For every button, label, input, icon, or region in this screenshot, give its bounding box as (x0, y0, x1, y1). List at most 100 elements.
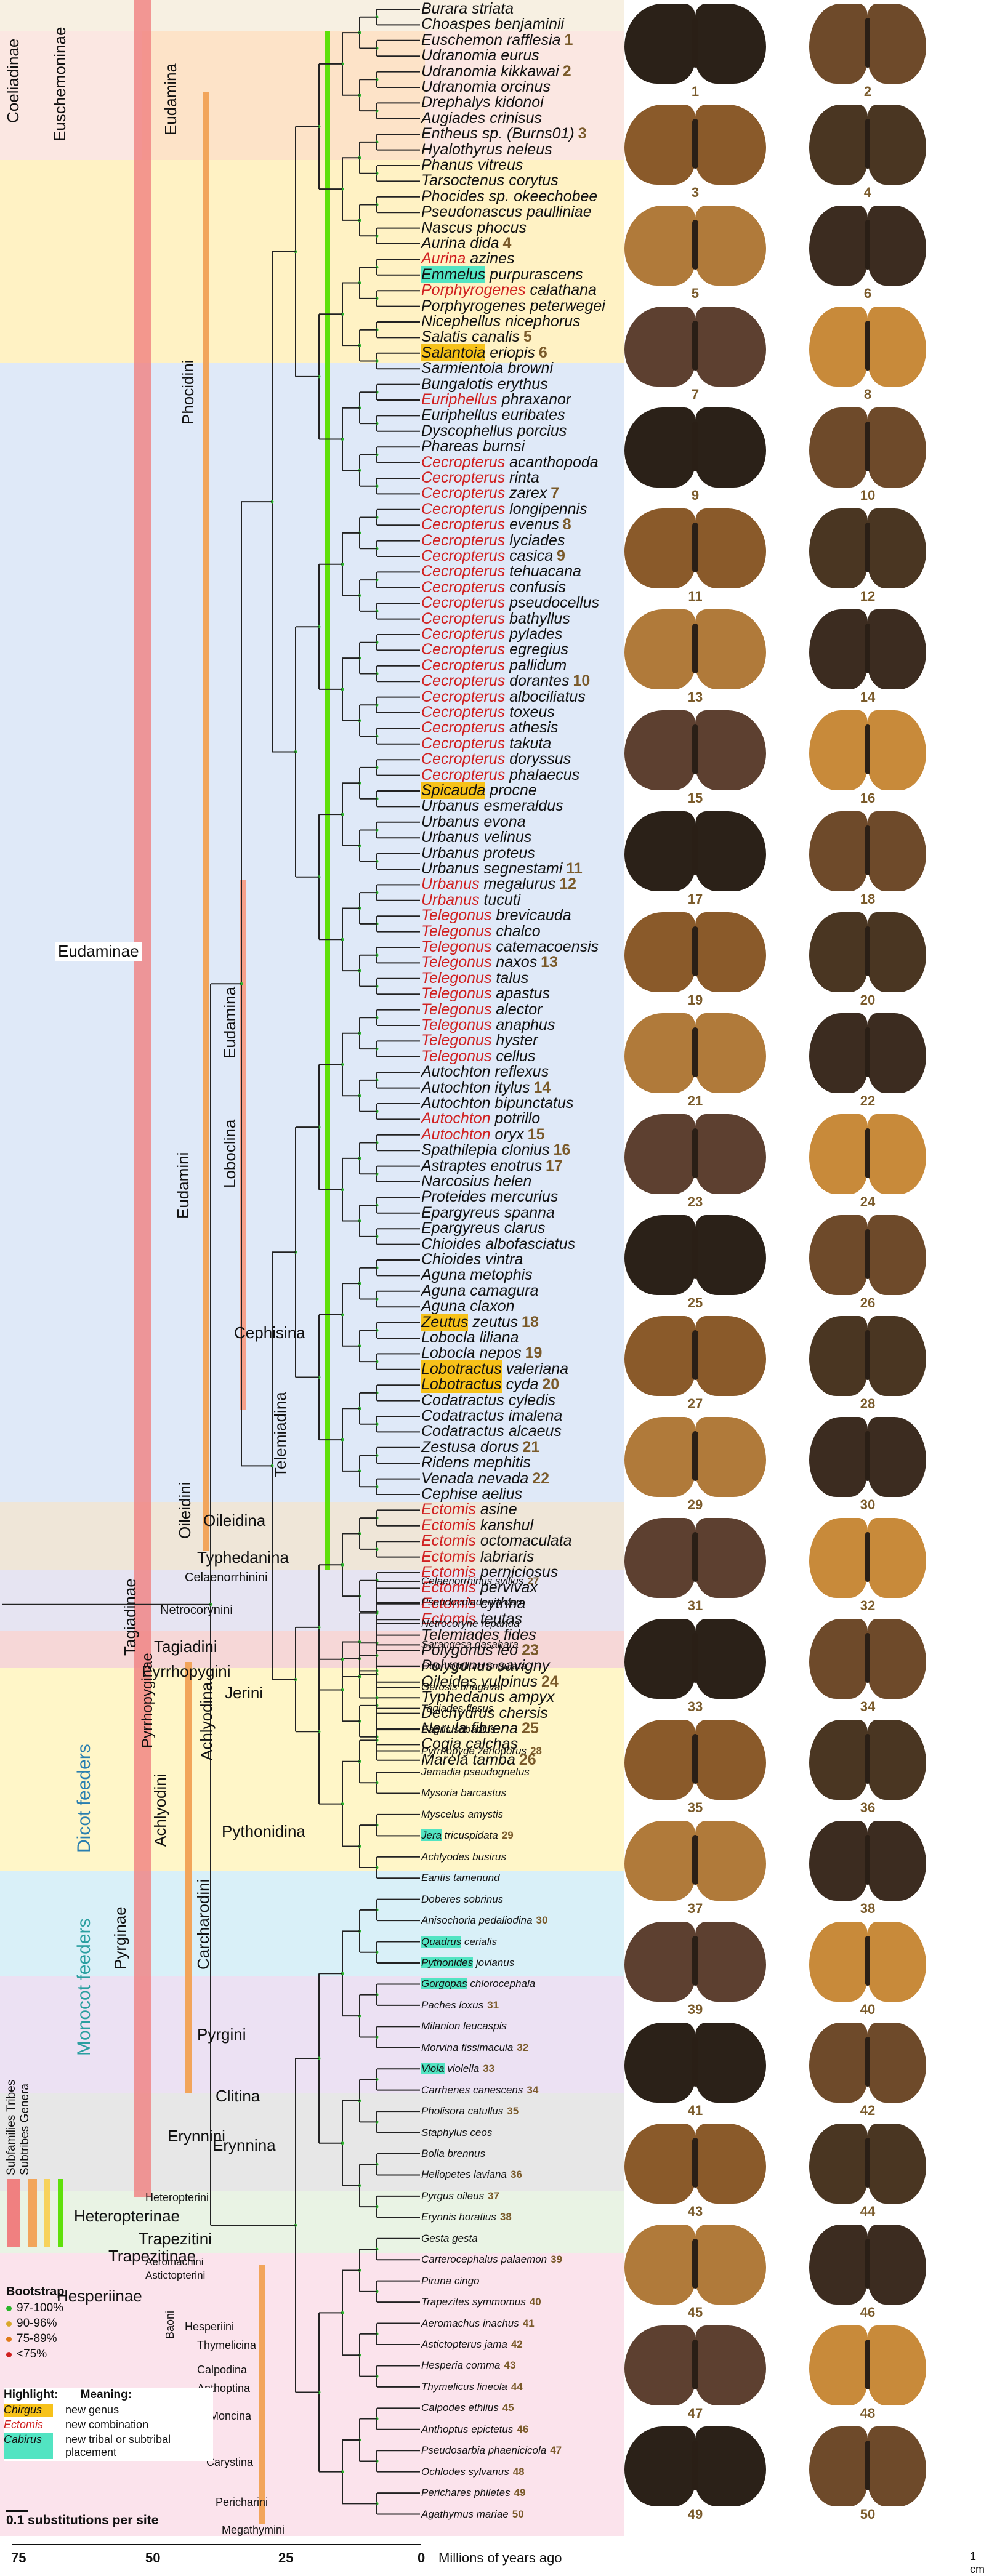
taxon-genus: Ectomis (421, 1517, 476, 1534)
taxon-label: Telegonus chalco (421, 924, 541, 939)
wing-left (809, 2225, 868, 2305)
wing-right (695, 1619, 766, 1699)
taxon-label: Urbanus tucuti (421, 893, 520, 908)
taxon-genus: Nicephellus (421, 313, 501, 330)
photo-number: 47 (688, 2405, 703, 2422)
wing-right (868, 1013, 926, 1093)
taxon-photo-number: 29 (502, 1829, 514, 1841)
highlight-entry: Chirgusnew genus (4, 2404, 213, 2417)
taxon-species: mercurius (486, 1188, 559, 1205)
taxon-photo-number: 13 (541, 953, 558, 971)
photo-number: 27 (688, 1396, 703, 1412)
wing-right (695, 1518, 766, 1598)
photo-number: 5 (692, 286, 699, 302)
label-monocot-feeders: Monocot feeders (74, 1919, 95, 2056)
label-tagiadini: Tagiadini (154, 1637, 217, 1656)
taxon-label: Udranomia orcinus (421, 79, 551, 95)
butterfly-body (865, 2340, 870, 2389)
photo-number: 40 (860, 2002, 875, 2018)
label-eudaminae: Eudaminae (55, 942, 142, 961)
taxon-species: lyciades (505, 532, 565, 549)
highlight-entry: Cabirusnew tribal or subtribal placement (4, 2433, 213, 2459)
taxon-genus: Achlyodes (421, 1851, 469, 1863)
taxon-label: Zestusa dorus21 (421, 1440, 539, 1455)
taxon-genus: Proteides (421, 1188, 486, 1205)
taxon-species: ampyx (505, 1688, 555, 1706)
butterfly-body (865, 926, 870, 976)
taxon-photo-number: 48 (513, 2466, 525, 2478)
bootstrap-label: 75-89% (17, 2332, 57, 2346)
taxon-photo-number: 30 (536, 1914, 548, 1926)
wing-right (868, 1720, 926, 1800)
wing-left (624, 1316, 695, 1396)
taxon-species: phaenicicola (485, 2444, 546, 2456)
photo-number: 2 (864, 84, 871, 100)
taxon-species: alector (491, 1001, 542, 1018)
photo-number: 19 (688, 992, 703, 1008)
wing-right (695, 2023, 766, 2103)
taxon-genus: Aurina (421, 250, 466, 267)
taxon-species: ethlius (466, 2402, 499, 2413)
taxon-genus: Pyrrhopyge (421, 1745, 475, 1757)
label-hesperiini: Hesperiini (185, 2321, 234, 2333)
wing-right (868, 912, 926, 992)
taxon-photo-number: 21 (522, 1438, 539, 1456)
label-euschemoninae: Euschemoninae (50, 27, 70, 142)
taxon-genus: Cecropterus (421, 766, 505, 784)
taxon-genus: Carrhenes (421, 2084, 470, 2096)
butterfly-photo: 37 (624, 1821, 766, 1901)
taxon-label: Euriphellus phraxanor (421, 392, 571, 407)
taxon-species: nevada (474, 1470, 528, 1487)
taxon-label: Netrocoryne repanda (421, 1618, 520, 1629)
taxon-label: Cecropterus pseudocellus (421, 595, 599, 611)
butterfly-body (692, 422, 698, 471)
taxon-label: Odontoptilum angulata (421, 1661, 527, 1671)
photo-number: 4 (864, 185, 871, 201)
scale-bar: 0.1 substitutions per site (6, 2510, 265, 2528)
taxon-species: procne (485, 782, 536, 799)
taxon-label: Udranomia eurus (421, 48, 539, 63)
butterfly-body (865, 1431, 870, 1481)
photo-number: 17 (688, 891, 703, 907)
taxon-genus: Telegonus (421, 1001, 491, 1018)
bootstrap-list: 97-100%90-96%75-89%<75% (6, 2301, 111, 2361)
taxon-label: Salantoia eriopis6 (421, 345, 547, 361)
taxon-label: Cecropterus confusis (421, 580, 566, 595)
meaning-title: Meaning: (81, 2388, 132, 2402)
butterfly-body (865, 2239, 870, 2289)
photo-number: 3 (692, 185, 699, 201)
wing-right (868, 710, 926, 790)
taxon-species: crinisus (485, 110, 542, 127)
label-loboclina: Loboclina (220, 1120, 240, 1188)
taxon-genus: Cecropterus (421, 547, 505, 564)
butterfly-body (865, 1229, 870, 1279)
taxon-genus: Calpodes (421, 2402, 466, 2413)
wing-right (868, 407, 926, 488)
butterfly-body (692, 119, 698, 169)
taxon-genus: Phocides (421, 188, 485, 205)
taxon-species: claxon (466, 1298, 514, 1315)
taxon-species: spanna (500, 1204, 555, 1221)
taxon-species: tricuspidata (442, 1829, 498, 1841)
taxon-genus: Tagiades (421, 1703, 463, 1714)
label-pyrrhopyginae: Pyrrhopyginae (139, 1653, 156, 1748)
taxon-genus: Ectomis (421, 1548, 476, 1565)
taxon-photo-number: 18 (522, 1314, 539, 1331)
taxon-label: Ochlodes sylvanus48 (421, 2466, 525, 2477)
butterfly-photo: 50 (809, 2426, 926, 2506)
wing-left (809, 407, 868, 488)
taxon-species: proteus (480, 845, 535, 862)
taxon-genus: Narcosius (421, 1173, 490, 1190)
wing-right (695, 1013, 766, 1093)
butterfly-photo: 18 (809, 811, 926, 891)
taxon-genus: Spicauda (421, 782, 485, 799)
taxon-species: pylades (505, 625, 562, 643)
taxon-species: striata (467, 0, 514, 17)
taxon-label: Telegonus brevicauda (421, 908, 571, 923)
taxon-photo-number: 16 (553, 1141, 570, 1158)
taxon-genus: Jera (421, 1829, 442, 1841)
taxon-species: naxos (491, 953, 537, 971)
taxon-species: catullus (465, 2105, 503, 2117)
taxon-species: mariae (474, 2508, 509, 2520)
label-pericharini: Pericharini (216, 2496, 268, 2509)
